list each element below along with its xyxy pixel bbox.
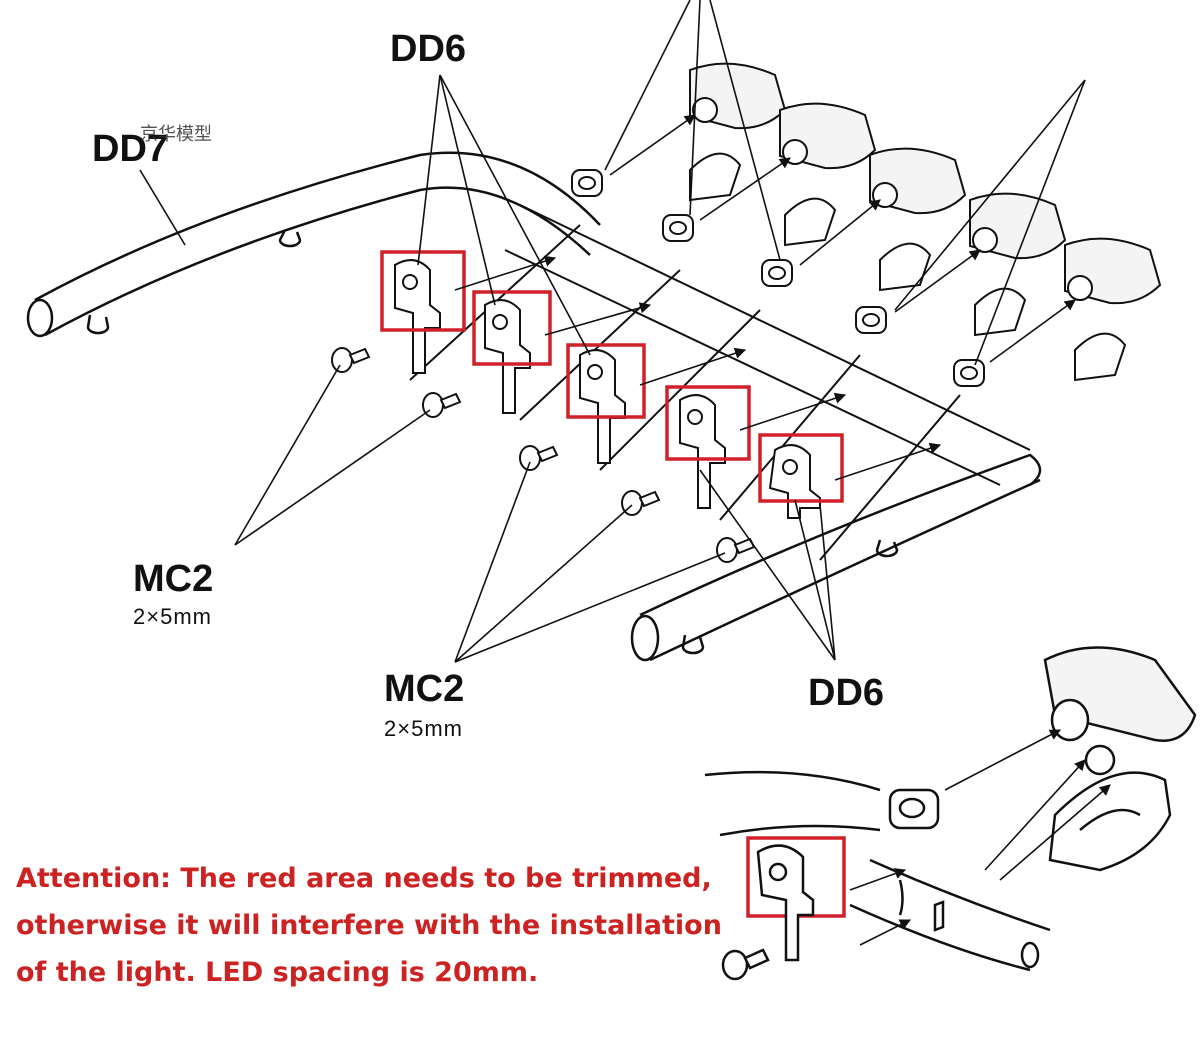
screw-3 (519, 445, 559, 471)
bushing-3 (761, 259, 793, 287)
trim-box-1 (380, 250, 466, 332)
attention-line-2: otherwise it will interfere with the ins… (16, 910, 722, 941)
trim-box-2 (472, 290, 552, 366)
detail-inset (704, 646, 1197, 981)
attention-line-3: of the light. LED spacing is 20mm. (16, 957, 539, 988)
led-bushings (571, 169, 985, 387)
attention-note: Attention: The red area needs to be trim… (16, 855, 722, 996)
label-dd6-bottom: DD6 (808, 672, 885, 714)
label-dd6-top: DD6 (390, 28, 467, 70)
bushing-4 (855, 306, 887, 334)
label-dd7: DD7 (92, 128, 169, 170)
light-housing-2 (779, 102, 877, 247)
label-mc2-mid-spec: 2×5mm (384, 716, 463, 741)
light-housings (689, 62, 1162, 382)
bracket-3 (579, 349, 626, 464)
bushing-5 (953, 359, 985, 387)
screw-5 (716, 537, 756, 563)
bushing-2 (662, 214, 694, 242)
trim-box-4 (665, 385, 751, 461)
label-mc2-left: MC2 (133, 558, 214, 600)
trim-highlights (380, 250, 846, 918)
watermark-text: 京华模型 (140, 124, 212, 144)
bracket-2 (484, 299, 531, 414)
leader-lines (139, 0, 1086, 663)
trim-box-3 (566, 343, 646, 419)
light-housing-4 (969, 192, 1067, 337)
light-housing-1 (689, 62, 787, 202)
bushing-1 (571, 169, 603, 197)
attention-line-1: Attention: The red area needs to be trim… (16, 863, 712, 894)
light-housing-5 (1064, 237, 1162, 382)
label-mc2-left-spec: 2×5mm (133, 604, 212, 629)
screw-4 (621, 490, 661, 516)
bracket-1 (394, 259, 441, 374)
trim-box-5 (758, 433, 844, 503)
brackets-dd6 (394, 259, 821, 519)
rail-front (630, 453, 1042, 662)
assembly-arrows (454, 114, 1076, 481)
detail-arrows (849, 729, 1111, 946)
light-housing-3 (869, 147, 967, 292)
screw-2 (422, 392, 462, 418)
bracket-4 (679, 394, 726, 509)
screw-1 (331, 347, 371, 373)
label-mc2-mid: MC2 (384, 668, 465, 710)
bracket-5 (768, 444, 821, 519)
